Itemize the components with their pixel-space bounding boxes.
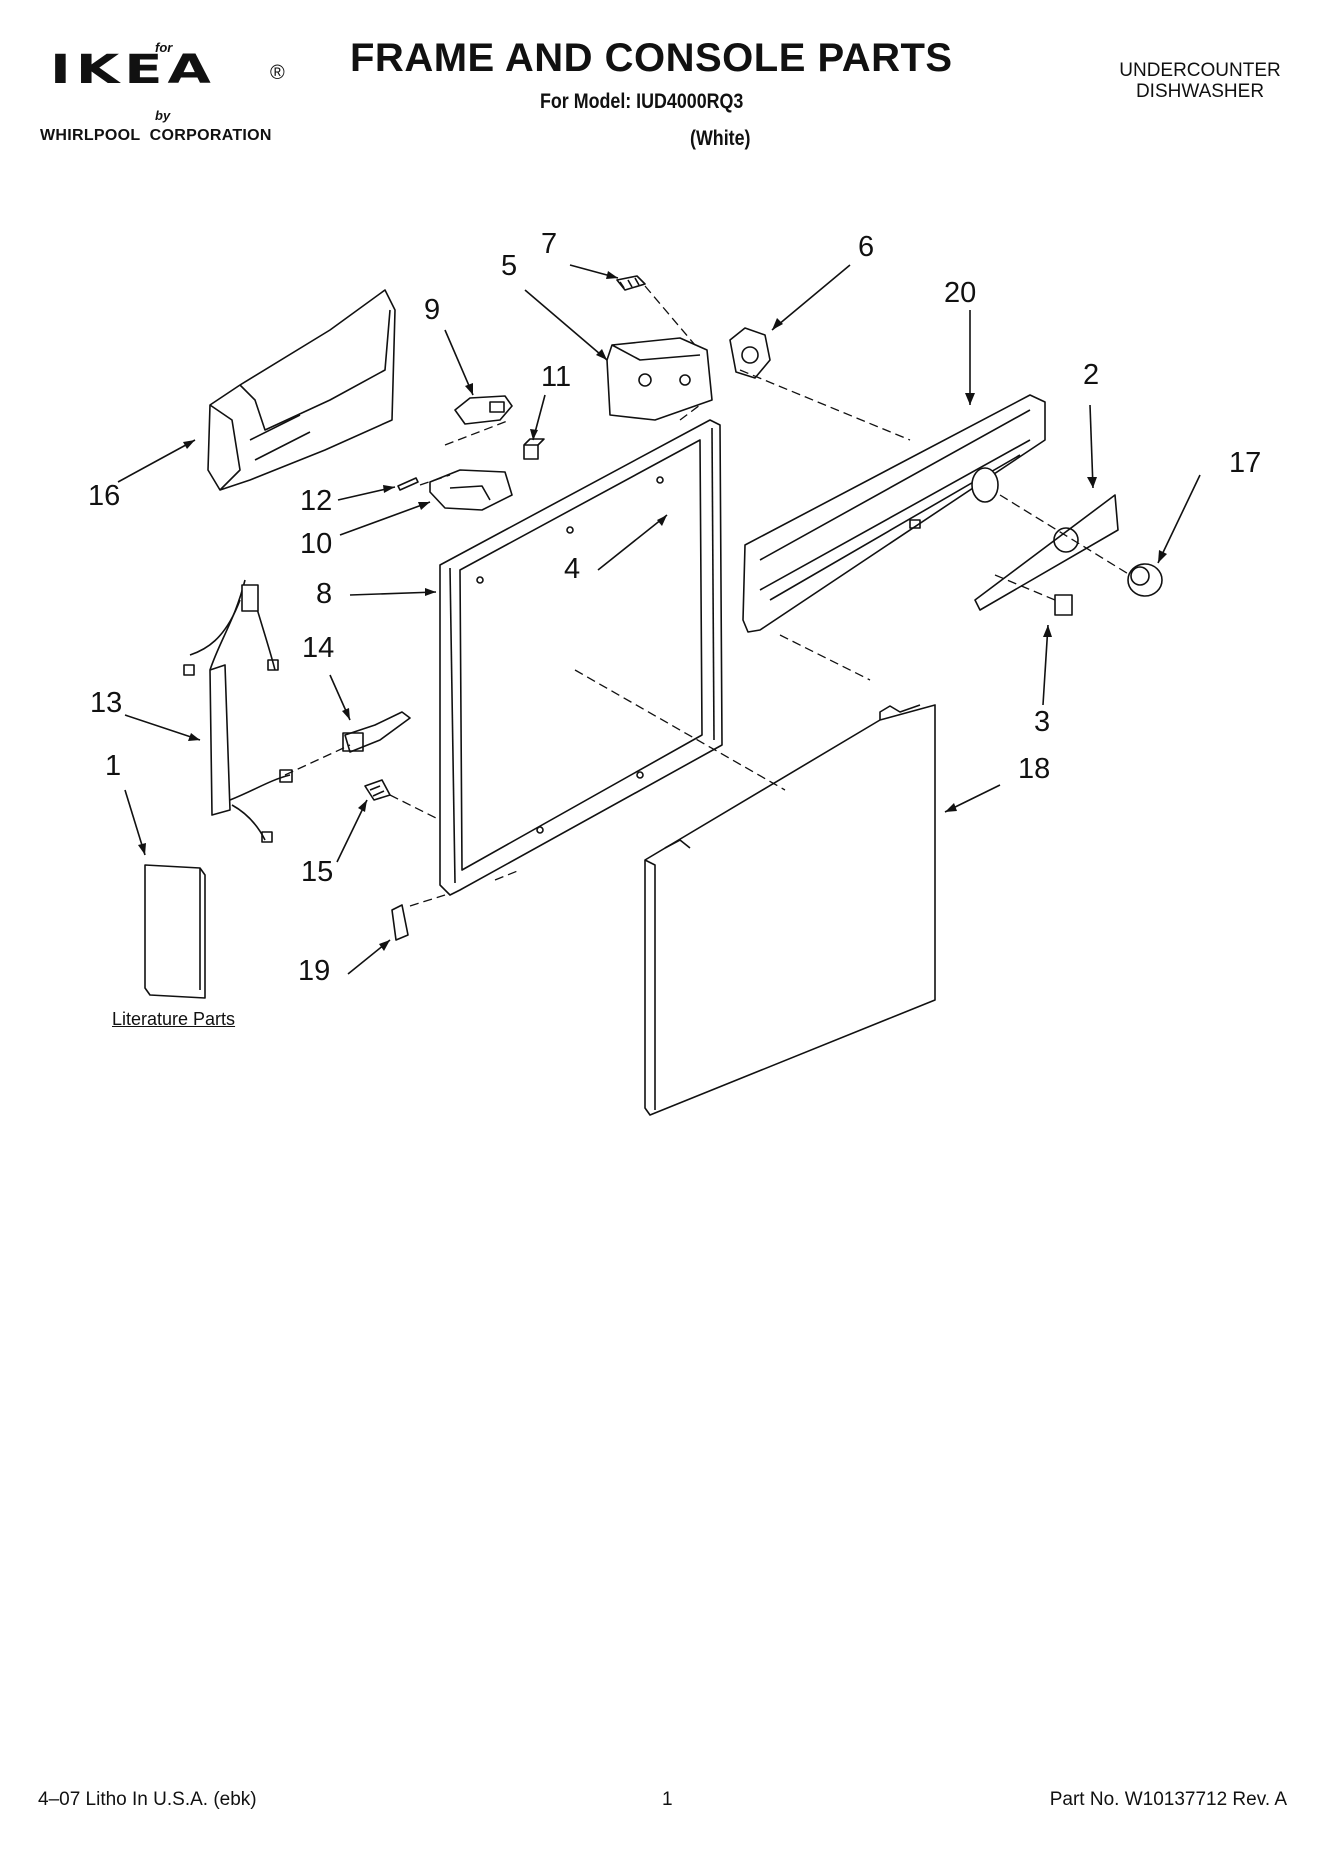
part-11-switch xyxy=(523,438,545,460)
literature-parts-label: Literature Parts xyxy=(112,1009,236,1029)
part-1-literature xyxy=(144,864,206,999)
callout-16: 16 xyxy=(88,480,121,512)
part-18-door-panel xyxy=(644,704,936,1116)
part-2-overlay xyxy=(974,494,1119,611)
part-7-screw xyxy=(616,275,646,291)
callout-20: 20 xyxy=(944,277,977,309)
callout-3: 3 xyxy=(1034,706,1051,738)
callout-18: 18 xyxy=(1018,753,1051,785)
brand-by-text: by xyxy=(155,108,171,123)
callout-12: 12 xyxy=(300,485,333,517)
callout-7: 7 xyxy=(541,228,558,260)
part-20-console-panel xyxy=(742,394,1046,633)
page-number: 1 xyxy=(662,1789,673,1810)
part-15-screw xyxy=(364,779,391,801)
part-10-housing xyxy=(429,469,513,511)
registered-mark: ® xyxy=(270,62,285,84)
callout-19: 19 xyxy=(298,955,331,987)
callout-5: 5 xyxy=(501,250,518,282)
variant-label: (White) xyxy=(690,127,751,150)
callout-8: 8 xyxy=(316,578,333,610)
appliance-type-line1: UNDERCOUNTER xyxy=(1119,60,1281,81)
part-number: Part No. W10137712 Rev. A xyxy=(1049,1789,1287,1810)
part-19-clip xyxy=(391,904,409,941)
callout-6: 6 xyxy=(858,231,875,263)
part-3-button xyxy=(1054,594,1073,616)
callout-1: 1 xyxy=(105,750,122,782)
part-9-bracket xyxy=(454,395,513,425)
callout-15: 15 xyxy=(301,856,334,888)
callout-14: 14 xyxy=(302,632,335,664)
part-8-door-frame xyxy=(439,419,723,896)
part-17-knob xyxy=(1127,563,1163,597)
part-12-clip xyxy=(397,477,419,491)
print-info: 4–07 Litho In U.S.A. (ebk) xyxy=(38,1789,257,1810)
callout-10: 10 xyxy=(300,528,333,560)
brand-for-text: for xyxy=(155,40,173,55)
part-16-duct-cover xyxy=(207,289,396,491)
callout-13: 13 xyxy=(90,687,123,719)
page-title: FRAME AND CONSOLE PARTS xyxy=(350,36,953,80)
part-5-switch-block xyxy=(606,337,713,421)
appliance-type-line2: DISHWASHER xyxy=(1135,81,1265,102)
appliance-type: UNDERCOUNTER DISHWASHER xyxy=(1100,60,1300,102)
ikea-logo: IKEA xyxy=(50,46,216,94)
callout-2: 2 xyxy=(1083,359,1100,391)
part-6-cam xyxy=(729,327,771,379)
callout-9: 9 xyxy=(424,294,441,326)
brand-corporation: WHIRLPOOL CORPORATION xyxy=(40,127,272,144)
callout-17: 17 xyxy=(1229,447,1262,479)
part-13-wire-harness xyxy=(183,579,293,843)
callout-4: 4 xyxy=(564,553,581,585)
part-14-sensor xyxy=(342,711,411,753)
callout-11: 11 xyxy=(541,361,572,393)
model-line: For Model: IUD4000RQ3 xyxy=(540,90,744,113)
